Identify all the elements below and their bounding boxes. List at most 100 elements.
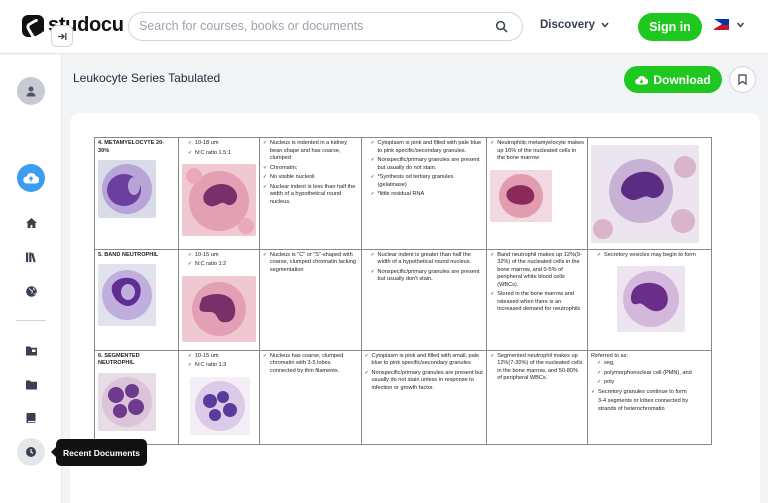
list-item: 3-4 segments or lobes connected by stran…: [598, 398, 689, 412]
table-cell: [587, 137, 712, 250]
table-cell: Cytoplasm is pink and filled with pale b…: [360, 137, 488, 250]
cloud-download-icon: [635, 75, 649, 84]
folder-icon[interactable]: [22, 375, 40, 393]
globe-icon[interactable]: [22, 282, 40, 300]
row-label: 5. BAND NEUTROPHIL: [98, 251, 159, 258]
list-item: Neutrophilic metamyelocyte makes up 16% …: [490, 140, 584, 163]
band-neutrophil-stain-image: [181, 275, 256, 342]
metamyelocyte-cell-image-2: [490, 169, 553, 222]
row-label: 6. SEGMENTED NEUTROPHIL: [98, 352, 140, 367]
metamyelocyte-stain-image: [181, 164, 256, 237]
table-cell: Cytoplasm is pink and filled with small,…: [360, 349, 488, 445]
sign-in-button[interactable]: Sign in: [638, 13, 702, 41]
table-cell: 10-18 um N:C ratio 1.5:1: [177, 137, 260, 250]
list-item: Segmented neutrophil makes up 12%(7-30%)…: [490, 353, 584, 383]
cloud-upload-icon: [23, 173, 39, 184]
list-item: *Synthesis od tertiary granules (gelatin…: [371, 174, 484, 189]
book-icon[interactable]: [22, 409, 40, 427]
referred-to-label: Referred to as:: [591, 352, 629, 359]
table-cell: Nucleus is indented in a kidney bean sha…: [258, 137, 362, 250]
table-cell: 5. BAND NEUTROPHIL: [94, 248, 179, 351]
sidebar-divider: [16, 320, 46, 321]
band-neutrophil-cell-image: [98, 264, 156, 327]
row-label: 4. METAMYELOCYTE 20-30%: [98, 140, 165, 154]
philippines-flag-icon: [714, 19, 729, 30]
table-cell: Nuclear indent is greater than half the …: [360, 248, 488, 351]
collapse-icon: [58, 32, 67, 40]
segmented-neutrophil-cell-image: [98, 372, 156, 431]
list-item: Cytoplasm is pink and filled with pale b…: [371, 140, 484, 155]
list-item: 10-15 um: [188, 252, 256, 260]
table-cell: 6. SEGMENTED NEUTROPHIL: [94, 349, 179, 445]
recent-documents-button[interactable]: [17, 438, 45, 466]
bookmark-button[interactable]: [729, 66, 756, 93]
table-cell: Referred to as: seg, polymorphonuclear ce…: [587, 349, 712, 445]
search-icon[interactable]: [495, 20, 508, 33]
language-selector[interactable]: [714, 19, 745, 30]
list-item: Nonspecific/primary granules are present…: [371, 157, 484, 172]
metamyelocyte-smear-image: [591, 145, 700, 243]
document-title: Leukocyte Series Tabulated: [73, 71, 221, 85]
list-item: Secretory vesicles may begin to form: [597, 252, 708, 260]
list-item: Nuclear indent is less than half the wid…: [263, 184, 358, 207]
bookmark-icon: [738, 74, 747, 85]
search-input[interactable]: [139, 19, 489, 33]
table-cell: Nucleus has coarse, clumped chromatin wi…: [258, 349, 362, 445]
document-page: 4. METAMYELOCYTE 20-30% 10-18 um N:C rati…: [70, 113, 760, 503]
upload-button[interactable]: [17, 164, 45, 192]
chevron-down-icon: [736, 22, 745, 28]
segmented-neutrophil-stain-image: [189, 376, 250, 435]
list-item: No visible nucleoli: [263, 174, 358, 182]
list-item: Chromatin;: [263, 165, 358, 173]
list-item: Nucleus is "C" or "S"-shaped with coarse…: [263, 252, 358, 275]
chevron-down-icon: [601, 22, 609, 28]
folder-tag-icon[interactable]: [22, 341, 40, 359]
avatar[interactable]: [17, 77, 45, 105]
table-row: 4. METAMYELOCYTE 20-30% 10-18 um N:C rati…: [94, 137, 712, 250]
table-cell: Nucleus is "C" or "S"-shaped with coarse…: [258, 248, 362, 351]
list-item: Stored in the bone marrow and released w…: [490, 291, 584, 314]
list-item: Nucleus is indented in a kidney bean sha…: [263, 140, 358, 163]
top-bar: studocu Discovery Sign in: [0, 0, 768, 54]
list-item: N:C ratio 1:3: [188, 362, 256, 370]
list-item: Band neutrophil makes up 12%(9-32%) of t…: [490, 252, 584, 290]
list-item: *little residual RNA: [371, 191, 484, 199]
table-cell: Neutrophilic metamyelocyte makes up 16% …: [486, 137, 589, 250]
list-item: Nuclear indent is greater than half the …: [371, 252, 484, 267]
leukocyte-table: 4. METAMYELOCYTE 20-30% 10-18 um N:C rati…: [94, 137, 712, 445]
metamyelocyte-cell-image: [98, 160, 156, 219]
list-item: seg,: [597, 360, 708, 368]
list-item: polymorphonuclear cell (PMN), and: [597, 370, 708, 378]
list-item: Nucleus has coarse, clumped chromatin wi…: [263, 353, 358, 376]
table-cell: 10-15 umN:C ratio 1:2: [177, 248, 260, 351]
table-row: 6. SEGMENTED NEUTROPHIL 10-15 umN:C rati…: [94, 349, 712, 445]
sidebar: [0, 55, 62, 503]
table-cell: Band neutrophil makes up 12%(9-32%) of t…: [486, 248, 589, 351]
collapse-sidebar-button[interactable]: [51, 25, 73, 47]
discovery-label: Discovery: [540, 19, 595, 31]
list-item: Cytoplasm is pink and filled with small,…: [365, 353, 484, 368]
list-item: N:C ratio 1:2: [188, 261, 256, 269]
download-button[interactable]: Download: [624, 66, 722, 93]
library-icon[interactable]: [22, 248, 40, 266]
list-item: Nonspecific/primary granules are present…: [365, 370, 484, 393]
studocu-logo-icon: [22, 14, 44, 37]
table-cell: 10-15 umN:C ratio 1:3: [177, 349, 260, 445]
table-row: 5. BAND NEUTROPHIL 10-15 umN:C ratio 1:2…: [94, 248, 712, 351]
user-icon: [26, 86, 36, 97]
table-cell: 4. METAMYELOCYTE 20-30%: [94, 137, 179, 250]
list-item: 10-15 um: [188, 353, 256, 361]
list-item: 10-18 um: [188, 140, 256, 148]
discovery-menu[interactable]: Discovery: [540, 19, 609, 31]
list-item: N:C ratio 1.5:1: [188, 150, 256, 158]
band-neutrophil-smear-image: [617, 266, 686, 333]
list-item: poly: [597, 379, 708, 387]
search-box[interactable]: [128, 12, 523, 41]
download-label: Download: [653, 72, 711, 87]
table-cell: Segmented neutrophil makes up 12%(7-30%)…: [486, 349, 589, 445]
home-icon[interactable]: [22, 214, 40, 232]
recent-documents-tooltip: Recent Documents: [51, 439, 147, 466]
table-cell: Secretory vesicles may begin to form: [587, 248, 712, 351]
list-item: Nonspecific/primary granules are present…: [371, 269, 484, 284]
clock-icon: [26, 447, 36, 457]
